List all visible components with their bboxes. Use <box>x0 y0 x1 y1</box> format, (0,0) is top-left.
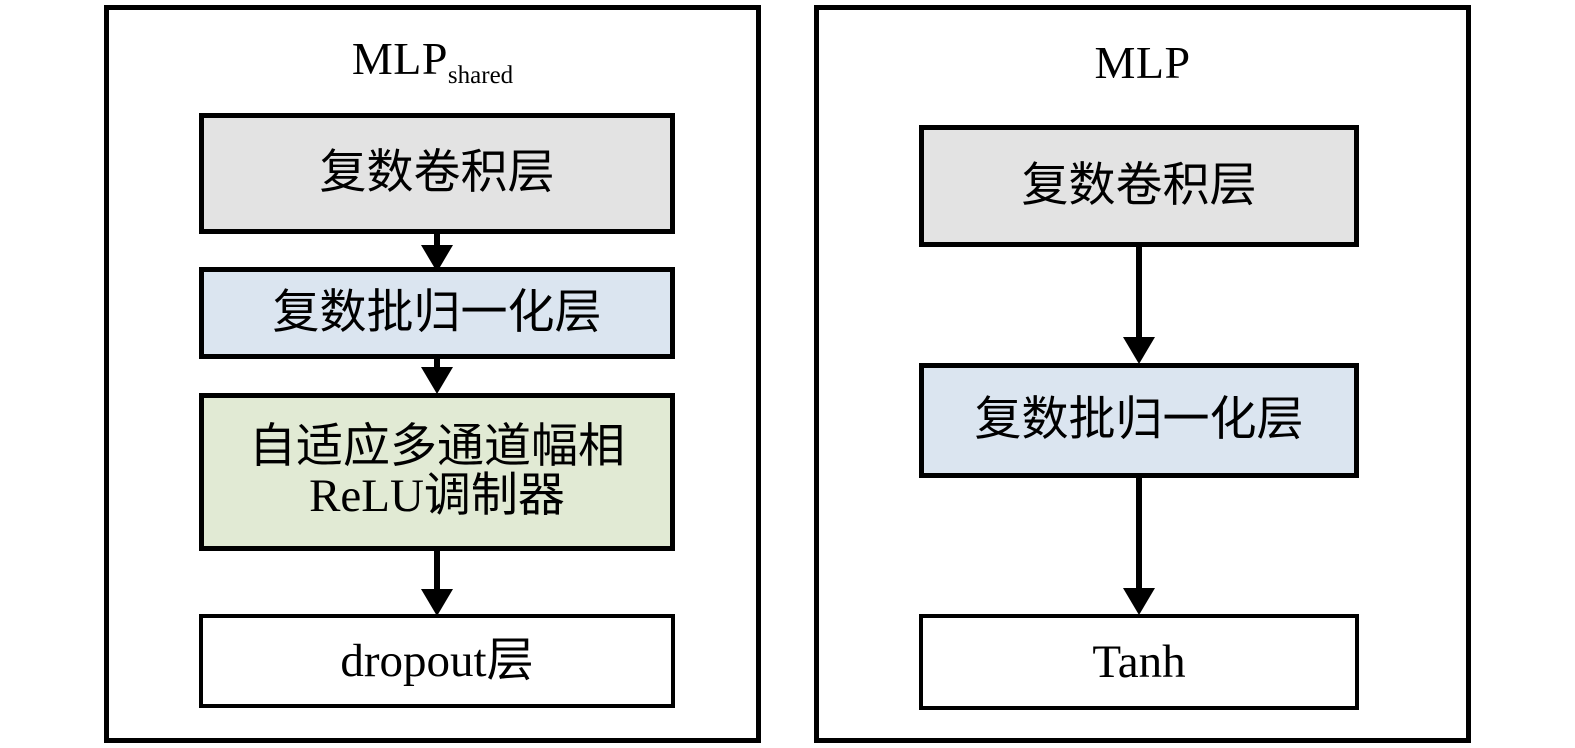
panel-title-main: MLP <box>351 33 448 84</box>
panel-mlp-shared: MLPshared 复数卷积层 复数批归一化层 自适应多通道幅相 ReLU调制器… <box>104 5 761 743</box>
arrow-head <box>421 367 453 394</box>
node-label: 复数批归一化层 <box>974 394 1304 447</box>
node-complex-batchnorm-layer: 复数批归一化层 <box>919 363 1359 478</box>
arrow-shaft <box>434 229 440 249</box>
node-label: 自适应多通道幅相 ReLU调制器 <box>249 421 625 522</box>
arrow-shaft <box>434 355 440 371</box>
node-label: 复数卷积层 <box>1021 159 1257 212</box>
node-adaptive-multichannel-relu-modulator: 自适应多通道幅相 ReLU调制器 <box>199 393 675 551</box>
panel-title-mlp-shared: MLPshared <box>109 33 756 89</box>
node-label: Tanh <box>1092 635 1186 688</box>
panel-title-subscript: shared <box>447 62 514 89</box>
node-tanh-activation: Tanh <box>919 614 1359 710</box>
node-complex-conv-layer: 复数卷积层 <box>199 113 675 234</box>
panel-title-main: MLP <box>1094 37 1191 88</box>
arrow-head <box>1123 588 1155 615</box>
node-label: 复数批归一化层 <box>272 286 602 339</box>
node-complex-conv-layer: 复数卷积层 <box>919 125 1359 247</box>
node-label: dropout层 <box>340 634 534 687</box>
arrow-shaft <box>434 547 440 593</box>
node-complex-batchnorm-layer: 复数批归一化层 <box>199 267 675 359</box>
arrow-head <box>421 589 453 616</box>
arrow-shaft <box>1136 243 1142 341</box>
arrow-head <box>1123 337 1155 364</box>
node-label: 复数卷积层 <box>319 147 555 200</box>
panel-title-mlp: MLP <box>819 40 1466 86</box>
node-dropout-layer: dropout层 <box>199 614 675 708</box>
panel-mlp: MLP 复数卷积层 复数批归一化层 Tanh <box>814 5 1471 743</box>
arrow-shaft <box>1136 474 1142 592</box>
